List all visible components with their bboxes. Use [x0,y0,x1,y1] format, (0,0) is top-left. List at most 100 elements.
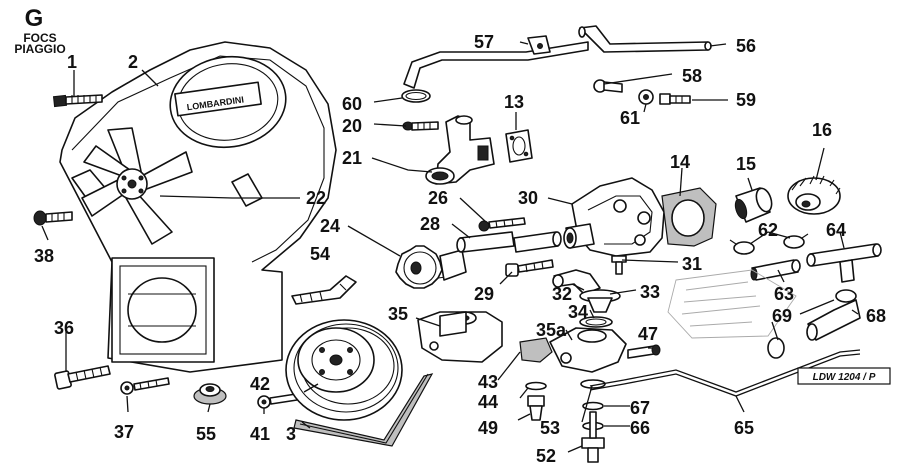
callout-53: 53 [540,418,560,438]
housing-35 [417,311,503,363]
gasket-43 [519,337,553,363]
callout-22: 22 [306,188,326,208]
housing-35a [549,327,627,373]
screw-1 [52,94,103,108]
callout-60: 60 [342,94,362,114]
callout-69: 69 [772,306,792,326]
callout-14: 14 [670,152,690,172]
outlet-elbow-21 [425,115,495,185]
screw-37 [120,377,170,395]
crankshaft-pulley [285,319,403,421]
callout-3: 3 [286,424,296,444]
callout-66: 66 [630,418,650,438]
water-pipe-56 [403,25,712,89]
callout-31: 31 [682,254,702,274]
callout-41: 41 [250,424,270,444]
screw-47 [627,344,661,359]
drive-gear [395,245,467,289]
callout-56: 56 [736,36,756,56]
drawing-reference-box: LDW 1204 / P [797,367,891,385]
callout-55: 55 [196,424,216,444]
bracket-54 [291,275,357,305]
fitting-49 [527,395,545,421]
fitting-52 [581,411,605,463]
seal-34 [579,316,613,328]
section-letter: G [25,5,44,32]
callout-16: 16 [812,120,832,140]
callout-labels: 1 2 3 13 14 15 16 20 21 22 24 26 28 29 3… [34,32,886,466]
callout-33: 33 [640,282,660,302]
callout-49: 49 [478,418,498,438]
screw-29 [505,259,554,277]
callout-59: 59 [736,90,756,110]
callout-52: 52 [536,446,556,466]
callout-43: 43 [478,372,498,392]
callout-38: 38 [34,246,54,266]
callout-54: 54 [310,244,330,264]
callout-24: 24 [320,216,340,236]
callout-47: 47 [638,324,658,344]
header-subtitle-line1: FOCS [23,31,56,45]
impeller-16 [787,175,841,215]
callout-64: 64 [826,220,846,240]
callout-62: 62 [758,220,778,240]
callout-65: 65 [734,418,754,438]
callout-63: 63 [774,284,794,304]
timing-belt-cover: LOMBARDINI [59,41,337,373]
screw-26 [478,217,526,232]
callout-35: 35 [388,304,408,324]
callout-37: 37 [114,422,134,442]
timing-belt [293,373,434,447]
callout-26: 26 [428,188,448,208]
callout-61: 61 [620,108,640,128]
hose-clamps-62 [729,233,809,255]
callout-13: 13 [504,92,524,112]
callout-42: 42 [250,374,270,394]
engine-block-outline [667,269,797,339]
callout-35a: 35a [536,320,567,340]
thermostat-33 [579,289,621,313]
callout-67: 67 [630,398,650,418]
callout-29: 29 [474,284,494,304]
hose-68 [806,299,861,341]
screw-36 [54,365,111,390]
washer-61 [638,89,654,105]
callout-2: 2 [128,52,138,72]
callout-58: 58 [682,66,702,86]
header-subtitle-line2: PIAGGIO [14,42,65,56]
diagram-header: G FOCS PIAGGIO [14,5,65,56]
callout-1: 1 [67,52,77,72]
callout-15: 15 [736,154,756,174]
leader-lines [41,41,859,453]
bolt-58 [593,79,623,93]
callout-21: 21 [342,148,362,168]
clamp-69 [767,289,857,359]
callout-68: 68 [866,306,886,326]
clip-57 [527,35,551,55]
callout-30: 30 [518,188,538,208]
callout-28: 28 [420,214,440,234]
bolt-59 [659,93,691,105]
grommet-55 [193,383,227,405]
water-pump-body [563,177,665,257]
screw-41 [257,393,298,409]
screw-38 [33,210,73,226]
callout-34: 34 [568,302,588,322]
washer-44 [525,381,547,391]
hose-63 [750,259,801,281]
cooling-fan [81,127,193,245]
washer-67 [582,401,604,411]
callout-20: 20 [342,116,362,136]
clamp-60 [401,89,431,103]
tee-fitting-64 [806,243,882,283]
gasket-13 [505,129,533,163]
shaft-28 [456,231,562,253]
screw-20 [402,121,439,131]
callout-44: 44 [478,392,498,412]
drawing-reference: LDW 1204 / P [813,372,876,383]
hose-15 [734,187,773,223]
callout-32: 32 [552,284,572,304]
screw-31 [611,255,627,275]
